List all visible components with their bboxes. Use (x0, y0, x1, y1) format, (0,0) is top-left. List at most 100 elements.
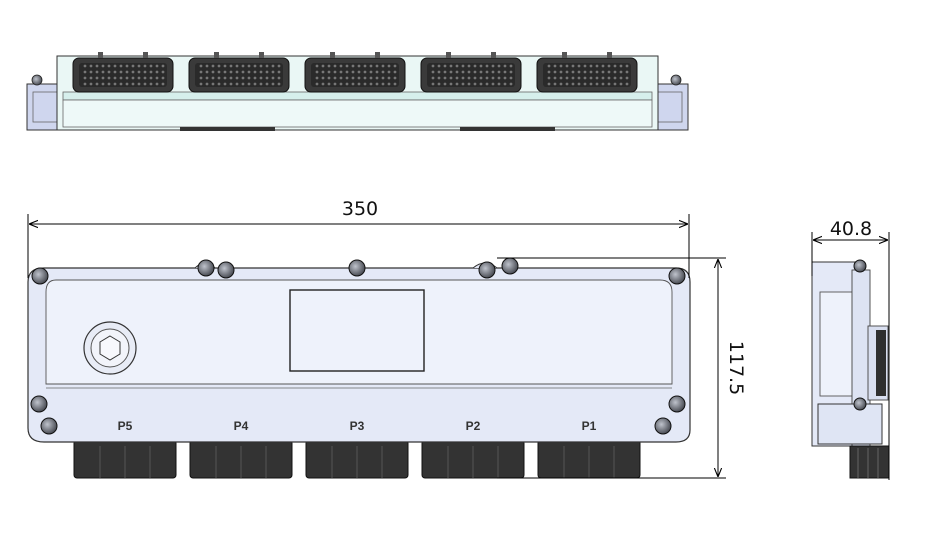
connector-pin (205, 70, 209, 74)
connector-pin (437, 64, 441, 68)
connector-pin (217, 82, 221, 86)
connector-pin (137, 70, 141, 74)
connector-pin (205, 64, 209, 68)
front-connector-p1 (537, 439, 641, 479)
connector-pin (461, 76, 465, 80)
width-dimension: 350 (27, 198, 690, 278)
connector-pin (199, 76, 203, 80)
connector-pin (339, 76, 343, 80)
connector-pin (491, 82, 495, 86)
connector-pin (235, 76, 239, 80)
connector-pin (89, 76, 93, 80)
connector-pin (321, 76, 325, 80)
connector-pin (607, 82, 611, 86)
connector-pin (473, 82, 477, 86)
connector-pin (155, 64, 159, 68)
connector-pin (485, 64, 489, 68)
connector-pin (589, 64, 593, 68)
connector-pin (595, 64, 599, 68)
connector-pin (199, 70, 203, 74)
connector-pin (577, 70, 581, 74)
connector-pin (589, 82, 593, 86)
connector-pin (485, 70, 489, 74)
connector-pin (387, 64, 391, 68)
connector-pin (89, 64, 93, 68)
connector-pin (443, 82, 447, 86)
front-connectors (73, 439, 641, 479)
connector-pin (351, 70, 355, 74)
connector-pin (113, 76, 117, 80)
connector-pin (589, 70, 593, 74)
screw-icon (654, 417, 672, 435)
connector-pin (479, 64, 483, 68)
connector-pin (271, 82, 275, 86)
connector-pin (431, 70, 435, 74)
connector-pin (497, 70, 501, 74)
connector-pin (271, 70, 275, 74)
connector-pin (553, 82, 557, 86)
connector-pin (491, 70, 495, 74)
connector-pin (467, 64, 471, 68)
connector-pin (241, 64, 245, 68)
connector-pin (357, 70, 361, 74)
connector-pin (381, 64, 385, 68)
connector-pin (333, 76, 337, 80)
top-right-screw (670, 74, 682, 86)
top-left-screw (31, 74, 43, 86)
connector-pin (277, 70, 281, 74)
connector-pin (107, 76, 111, 80)
connector-pin (607, 70, 611, 74)
connector-pin (547, 76, 551, 80)
connector-pin (393, 82, 397, 86)
connector-pin (315, 82, 319, 86)
connector-pin (339, 64, 343, 68)
connector-pin (131, 76, 135, 80)
connector-pin (321, 82, 325, 86)
connector-pin (119, 70, 123, 74)
connector-pin (619, 76, 623, 80)
connector-pin (473, 70, 477, 74)
connector-pin (131, 64, 135, 68)
connector-pin (455, 82, 459, 86)
screw-icon (668, 395, 686, 413)
connector-pin (345, 76, 349, 80)
connector-pin (375, 76, 379, 80)
connector-pin (247, 64, 251, 68)
connector-pin (509, 82, 513, 86)
connector-pin (155, 82, 159, 86)
connector-pin (467, 76, 471, 80)
connector-pin (235, 82, 239, 86)
connector-pin (125, 82, 129, 86)
connector-pin (547, 64, 551, 68)
connector-pin (357, 64, 361, 68)
connector-pin (601, 64, 605, 68)
connector-pin (393, 70, 397, 74)
front-view: P5 P4 P3 P2 P1 (27, 257, 691, 479)
connector-pin (137, 76, 141, 80)
side-screw-icon (853, 259, 867, 273)
connector-pin (205, 82, 209, 86)
screw-icon (217, 261, 235, 279)
connector-pin (83, 70, 87, 74)
connector-pin (95, 76, 99, 80)
connector-pin (497, 82, 501, 86)
connector-pin (327, 70, 331, 74)
connector-pin (467, 82, 471, 86)
connector-pin (95, 70, 99, 74)
connector-pin (327, 82, 331, 86)
connector-pin (143, 82, 147, 86)
connector-pin (223, 76, 227, 80)
vent-plug-icon (83, 321, 137, 375)
connector-pin (155, 70, 159, 74)
connector-pin (571, 70, 575, 74)
connector-pin (503, 64, 507, 68)
connector-pin (277, 82, 281, 86)
connector-pin (223, 64, 227, 68)
connector-pin (259, 82, 263, 86)
connector-pin (101, 64, 105, 68)
connector-pin (235, 70, 239, 74)
connector-pin (443, 70, 447, 74)
connector-pin (161, 70, 165, 74)
connector-pin (449, 64, 453, 68)
front-connector-p3 (305, 439, 409, 479)
